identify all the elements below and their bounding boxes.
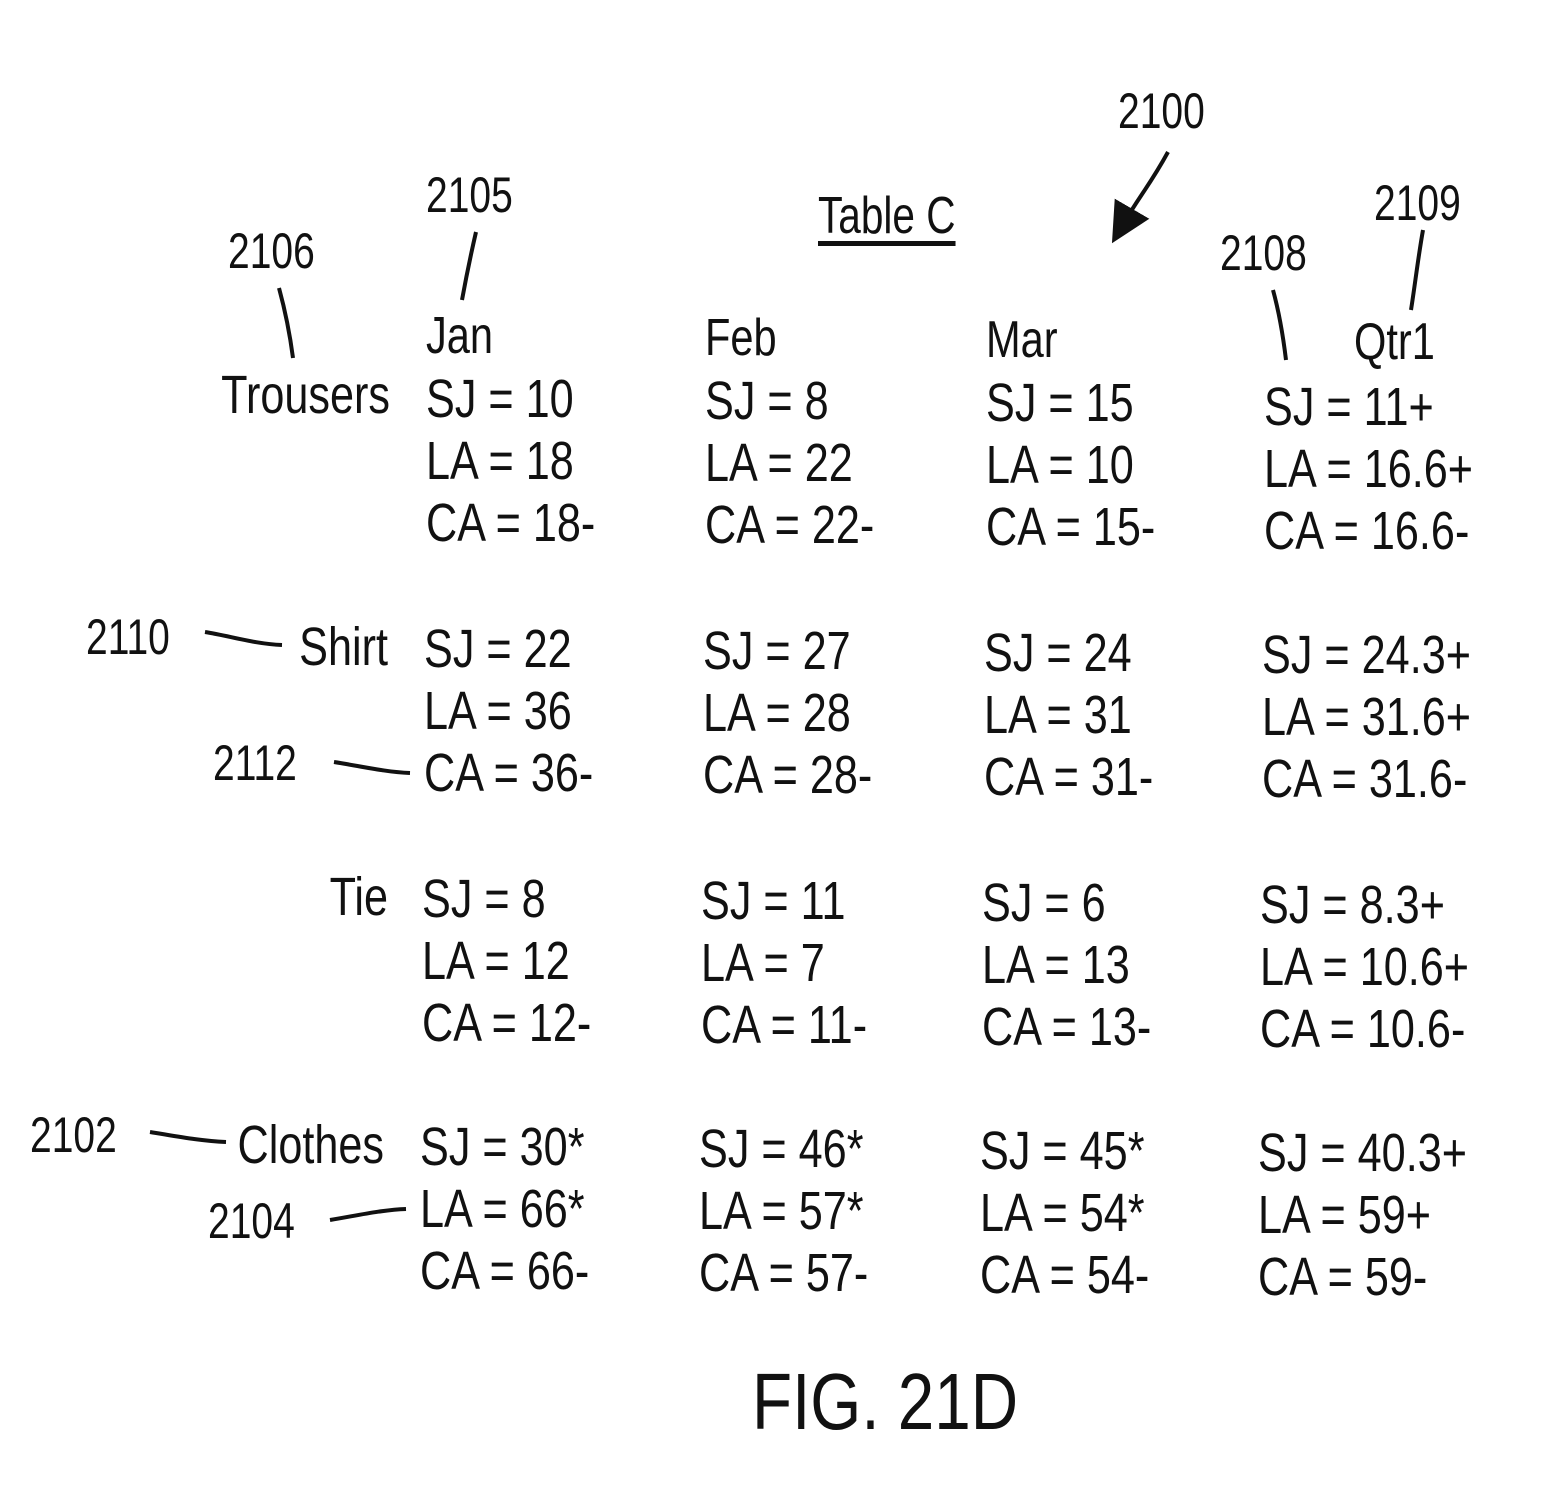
leader-2105: [462, 232, 476, 300]
cell-value: CA = 18-: [426, 496, 595, 550]
ref-2112: 2112: [213, 738, 297, 788]
row-label-clothes: Clothes: [144, 1118, 384, 1172]
cell-value: CA = 22-: [705, 498, 874, 552]
cell-value: LA = 36: [424, 684, 572, 738]
cell-value: CA = 59-: [1258, 1250, 1427, 1304]
cell-value: CA = 31.6-: [1262, 752, 1467, 806]
ref-2105: 2105: [426, 170, 513, 220]
cell-value: SJ = 6: [982, 876, 1106, 930]
cell-value: LA = 22: [705, 436, 853, 490]
cell-value: CA = 13-: [982, 1000, 1151, 1054]
column-header-mar: Mar: [986, 314, 1058, 366]
cell-value: CA = 12-: [422, 996, 591, 1050]
cell-value: CA = 66-: [420, 1244, 589, 1298]
cell-value: CA = 15-: [986, 500, 1155, 554]
leader-2112: [334, 762, 410, 773]
cell-value: SJ = 45*: [980, 1124, 1145, 1178]
cell-value: LA = 12: [422, 934, 570, 988]
cell-value: LA = 28: [703, 686, 851, 740]
cell-value: LA = 59+: [1258, 1188, 1431, 1242]
cell-value: SJ = 24: [984, 626, 1132, 680]
cell-value: LA = 18: [426, 434, 574, 488]
cell-value: CA = 11-: [701, 998, 867, 1052]
cell-value: LA = 54*: [980, 1186, 1145, 1240]
cell-value: CA = 57-: [699, 1246, 868, 1300]
cell-value: LA = 7: [701, 936, 825, 990]
figure-label: FIG. 21D: [752, 1362, 1018, 1442]
cell-value: LA = 16.6+: [1264, 442, 1473, 496]
cell-value: CA = 28-: [703, 748, 872, 802]
cell-value: LA = 13: [982, 938, 1130, 992]
column-header-qtr1: Qtr1: [1354, 316, 1435, 368]
row-label-shirt: Shirt: [148, 620, 388, 674]
cell-value: SJ = 22: [424, 622, 572, 676]
cell-value: LA = 31.6+: [1262, 690, 1471, 744]
cell-value: SJ = 30*: [420, 1120, 585, 1174]
cell-value: SJ = 10: [426, 372, 574, 426]
table-title: Table C: [818, 190, 956, 242]
cell-value: CA = 36-: [424, 746, 593, 800]
leader-2108: [1273, 290, 1286, 360]
leader-2104: [330, 1209, 406, 1220]
cell-value: LA = 57*: [699, 1184, 864, 1238]
cell-value: SJ = 40.3+: [1258, 1126, 1467, 1180]
cell-value: SJ = 15: [986, 376, 1134, 430]
cell-value: SJ = 11: [701, 874, 846, 928]
row-label-tie: Tie: [148, 870, 388, 924]
cell-value: LA = 10: [986, 438, 1134, 492]
cell-value: SJ = 11+: [1264, 380, 1434, 434]
row-label-trousers: Trousers: [150, 368, 390, 422]
cell-value: SJ = 8.3+: [1260, 878, 1445, 932]
cell-value: CA = 54-: [980, 1248, 1149, 1302]
cell-value: LA = 66*: [420, 1182, 585, 1236]
cell-value: LA = 10.6+: [1260, 940, 1469, 994]
ref-2104: 2104: [208, 1196, 295, 1246]
ref-2108: 2108: [1220, 228, 1307, 278]
cell-value: CA = 31-: [984, 750, 1153, 804]
cell-value: SJ = 8: [422, 872, 546, 926]
ref-2109: 2109: [1374, 178, 1461, 228]
cell-value: SJ = 46*: [699, 1122, 864, 1176]
arrow-2100: [1122, 152, 1168, 226]
cell-value: SJ = 24.3+: [1262, 628, 1471, 682]
cell-value: SJ = 8: [705, 374, 829, 428]
cell-value: SJ = 27: [703, 624, 851, 678]
ref-2102: 2102: [30, 1110, 117, 1160]
ref-2100: 2100: [1118, 86, 1205, 136]
cell-value: CA = 16.6-: [1264, 504, 1469, 558]
leader-2109: [1411, 230, 1423, 310]
ref-2106: 2106: [228, 226, 315, 276]
column-header-feb: Feb: [705, 312, 777, 364]
cell-value: LA = 31: [984, 688, 1132, 742]
cell-value: CA = 10.6-: [1260, 1002, 1465, 1056]
column-header-jan: Jan: [426, 310, 493, 362]
leader-2106: [279, 288, 293, 358]
